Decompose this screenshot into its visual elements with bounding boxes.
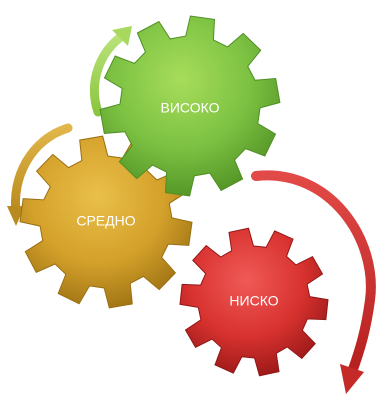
green-arrow-shaft xyxy=(90,31,127,117)
gear-high: ВИСОКО xyxy=(99,15,281,197)
gear-high-label: ВИСОКО xyxy=(161,100,220,116)
gear-medium: СРЕДНО xyxy=(19,135,193,309)
gold-arrow xyxy=(7,123,73,226)
gear-low: НИСКО xyxy=(179,227,329,377)
gold-arrow-shaft xyxy=(10,123,73,217)
gear-low-label: НИСКО xyxy=(229,293,278,309)
green-arrow xyxy=(90,26,132,117)
red-arrow xyxy=(251,170,376,394)
gear-low-body xyxy=(179,227,329,377)
red-arrow-shaft xyxy=(251,170,376,377)
gear-high-body xyxy=(99,15,281,197)
green-arrow-head xyxy=(112,26,132,46)
gold-arrow-head xyxy=(7,206,25,226)
red-arrow-head xyxy=(340,364,364,394)
gear-medium-label: СРЕДНО xyxy=(76,213,135,229)
